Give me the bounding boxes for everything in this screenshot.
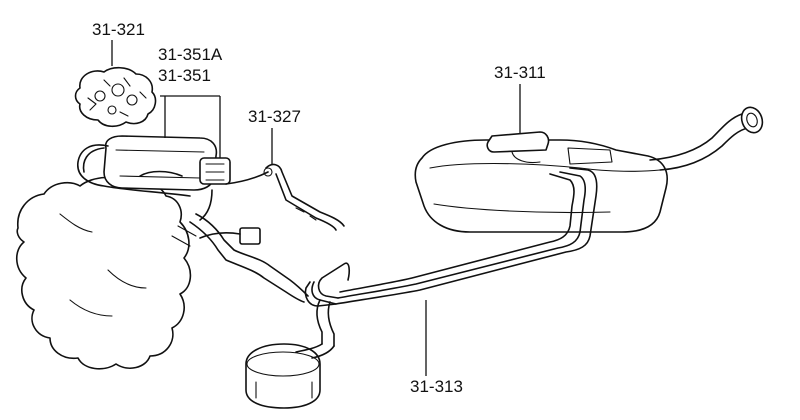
leader-31-351 [160,95,221,158]
label-31-321: 31-321 [92,20,145,39]
label-31-351: 31-351 [158,66,211,85]
label-31-313: 31-313 [410,377,463,396]
fuel-lines [304,167,598,347]
purge-control-valve [74,66,157,128]
label-31-311: 31-311 [494,63,546,82]
engine-side-lines [171,213,309,303]
callouts: 31-321 31-351A 31-351 31-327 31-311 31-3… [92,20,546,396]
canister-hoses [77,144,269,221]
charcoal-canister [103,135,231,191]
engine-block [15,176,192,370]
filler-neck [649,106,764,171]
fuel-tank [414,131,668,233]
vent-bracket [263,163,345,231]
fuel-filter [245,343,335,409]
label-31-351A: 31-351A [158,45,223,64]
label-31-327: 31-327 [248,107,301,126]
